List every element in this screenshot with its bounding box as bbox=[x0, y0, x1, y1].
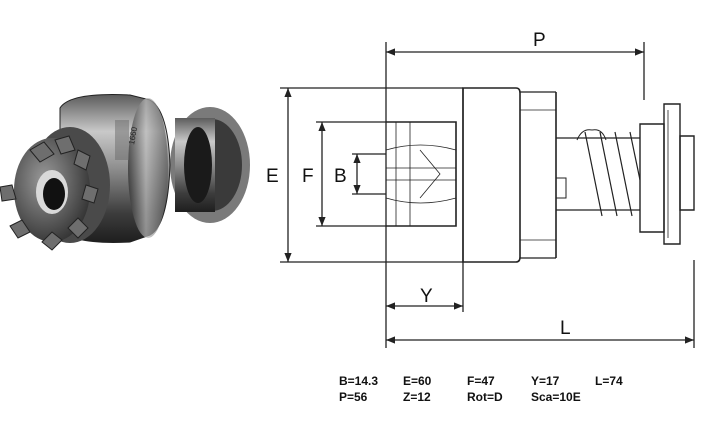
spec-z: Z=12 bbox=[403, 390, 431, 404]
spec-p: P=56 bbox=[339, 390, 368, 404]
spec-sca: Sca=10E bbox=[531, 390, 581, 404]
dimension-label-p: P bbox=[533, 30, 546, 51]
spec-e: E=60 bbox=[403, 374, 432, 388]
dimension-label-l: L bbox=[560, 318, 571, 339]
spec-y: Y=17 bbox=[531, 374, 560, 388]
dimension-label-e: E bbox=[266, 166, 279, 187]
svg-text:1660: 1660 bbox=[127, 126, 139, 146]
spec-rot: Rot=D bbox=[467, 390, 503, 404]
spec-b: B=14.3 bbox=[339, 374, 379, 388]
dimension-label-b: B bbox=[334, 166, 347, 187]
technical-drawing bbox=[280, 42, 695, 348]
spec-f: F=47 bbox=[467, 374, 495, 388]
dimension-label-y: Y bbox=[420, 286, 433, 307]
pinion-drive-photo: 1660 bbox=[0, 94, 250, 251]
dimension-label-f: F bbox=[302, 166, 314, 187]
spec-l: L=74 bbox=[595, 374, 623, 388]
